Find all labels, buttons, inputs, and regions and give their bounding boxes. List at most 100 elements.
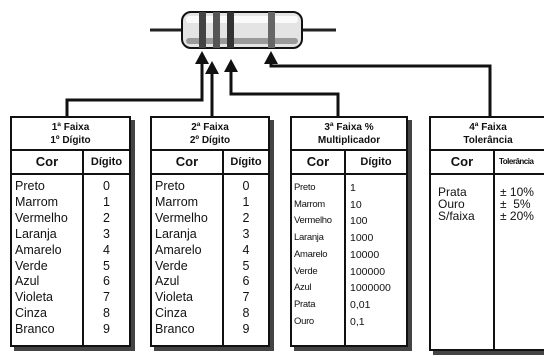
band3-color-name: Marrom [294, 198, 325, 210]
band2-color-heading: Cor [152, 151, 222, 175]
band1-digit-column: Dígito 0 1 2 3 4 5 6 7 8 9 [84, 151, 129, 345]
band1-header-subtitle: 1º Dígito [50, 135, 91, 146]
band1-digit-value: 8 [103, 306, 110, 321]
band3-color-name: Prata [294, 298, 316, 310]
band2-card: 2ª Faixa 2º Dígito Cor Preto Marrom Verm… [150, 116, 270, 347]
band2-color-column: Cor Preto Marrom Vermelho Laranja Amarel… [152, 151, 224, 345]
band3-header-title: 3ª Faixa % [324, 122, 374, 133]
band2-color-name: Amarelo [155, 242, 202, 257]
band4-card: 4ª Faixa Tolerância Cor Prata Ouro S/fai… [429, 116, 544, 351]
band3-color-name: Amarelo [294, 248, 328, 260]
band2-color-name: Branco [155, 322, 195, 337]
band4-table: Cor Prata Ouro S/faixa Tolerância ± 10% … [431, 151, 544, 349]
band2-digit-column: Dígito 0 1 2 3 4 5 6 7 8 9 [224, 151, 268, 345]
resistor-band-2 [213, 12, 220, 48]
band1-color-name: Violeta [15, 290, 53, 305]
band4-color-name: S/faixa [438, 209, 475, 223]
band3-multiplier-heading: Dígito [346, 151, 406, 175]
band1-color-name: Amarelo [15, 242, 62, 257]
band1-digit-value: 1 [103, 194, 110, 209]
band3-color-name: Verde [294, 265, 318, 277]
band3-multiplier-value: 0,1 [350, 315, 365, 328]
band2-header-title: 2ª Faixa [191, 122, 229, 133]
band2-color-name: Laranja [155, 226, 197, 241]
band2-digit-value: 2 [242, 210, 250, 225]
band3-color-name: Laranja [294, 232, 324, 244]
band2-digit-value: 5 [242, 258, 250, 273]
band3-multiplier-column: Dígito 1 10 100 1000 10000 100000 100000… [346, 151, 406, 345]
band1-digit-value: 4 [103, 242, 110, 257]
band1-digit-value: 2 [103, 210, 110, 225]
band4-header-title: 4ª Faixa [469, 122, 507, 133]
band4-tolerance-column: Tolerância ± 10% ± 5% ± 20% [495, 151, 544, 349]
band4-color-column: Cor Prata Ouro S/faixa [431, 151, 495, 349]
connector-band-3 [229, 70, 340, 116]
band3-table: Cor Preto Marrom Vermelho Laranja Amarel… [292, 151, 406, 345]
arrowhead-band-4 [264, 51, 278, 64]
band4-color-name: Ouro [438, 197, 465, 211]
band1-color-name: Vermelho [15, 210, 68, 225]
band4-color-heading: Cor [431, 151, 493, 175]
band3-multiplier-value: 0,01 [350, 298, 371, 311]
arrowhead-band-1 [195, 51, 209, 64]
connector-band-1 [65, 62, 204, 116]
band2-digit-value: 0 [242, 179, 250, 193]
band2-color-name: Vermelho [155, 210, 208, 225]
band2-color-name: Azul [155, 274, 180, 289]
band3-multiplier-value: 10 [350, 198, 362, 211]
band3-color-heading: Cor [292, 151, 344, 175]
band3-multiplier-value: 100000 [350, 265, 386, 278]
band2-color-name: Verde [155, 258, 188, 273]
band1-digit-value: 7 [103, 290, 110, 305]
band3-header: 3ª Faixa % Multiplicador [292, 118, 406, 151]
band3-multiplier-value: 1 [350, 182, 356, 194]
band3-multiplier-value: 1000000 [350, 282, 391, 295]
band1-color-heading: Cor [12, 151, 82, 175]
arrowhead-band-2 [205, 61, 219, 74]
arrowhead-band-3 [224, 59, 238, 72]
band2-digit-value: 6 [242, 274, 250, 289]
band2-digit-value: 3 [242, 226, 250, 241]
band1-color-name: Laranja [15, 226, 57, 241]
band2-header-subtitle: 2º Dígito [189, 135, 231, 146]
band1-header: 1ª Faixa 1º Dígito [12, 118, 129, 151]
band1-digit-value: 3 [103, 226, 110, 241]
band1-color-name: Preto [15, 179, 45, 193]
band2-header: 2ª Faixa 2º Dígito [152, 118, 268, 151]
band3-color-column: Cor Preto Marrom Vermelho Laranja Amarel… [292, 151, 346, 345]
band4-tolerance-value: ± 20% [500, 209, 534, 223]
band1-color-name: Branco [15, 322, 55, 337]
band3-color-name: Preto [294, 182, 316, 193]
band2-digit-value: 8 [242, 306, 250, 321]
band2-digit-value: 7 [242, 290, 250, 305]
band2-digit-heading: Dígito [224, 151, 268, 175]
band1-color-name: Cinza [15, 306, 47, 321]
band2-digit-value: 1 [242, 194, 250, 209]
band3-multiplier-value: 10000 [350, 248, 380, 261]
band3-card: 3ª Faixa % Multiplicador Cor Preto Marro… [290, 116, 408, 347]
resistor-band-3 [227, 12, 234, 48]
band1-color-column: Cor Preto Marrom Vermelho Laranja Amarel… [12, 151, 84, 345]
resistor-band-4 [268, 12, 275, 48]
band2-color-name: Violeta [155, 290, 193, 305]
band3-color-name: Ouro [294, 315, 314, 327]
band2-digit-value: 4 [242, 242, 250, 257]
band4-header-subtitle: Tolerância [463, 135, 513, 146]
band3-multiplier-value: 1000 [350, 232, 374, 245]
band2-table: Cor Preto Marrom Vermelho Laranja Amarel… [152, 151, 268, 345]
band4-tolerance-value: ± 5% [500, 197, 531, 211]
band1-color-name: Verde [15, 258, 48, 273]
band1-digit-value: 5 [103, 258, 110, 273]
band2-color-name: Preto [155, 179, 185, 193]
band1-digit-value: 6 [103, 274, 110, 289]
band4-color-name: Prata [438, 185, 467, 199]
band1-header-title: 1ª Faixa [51, 122, 90, 133]
band4-header: 4ª Faixa Tolerância [431, 118, 544, 151]
band1-digit-value: 9 [103, 322, 110, 337]
band4-tolerance-value: ± 10% [500, 185, 534, 199]
band3-multiplier-value: 100 [350, 215, 368, 228]
band3-color-name: Azul [294, 282, 312, 294]
band2-digit-value: 9 [242, 322, 250, 337]
